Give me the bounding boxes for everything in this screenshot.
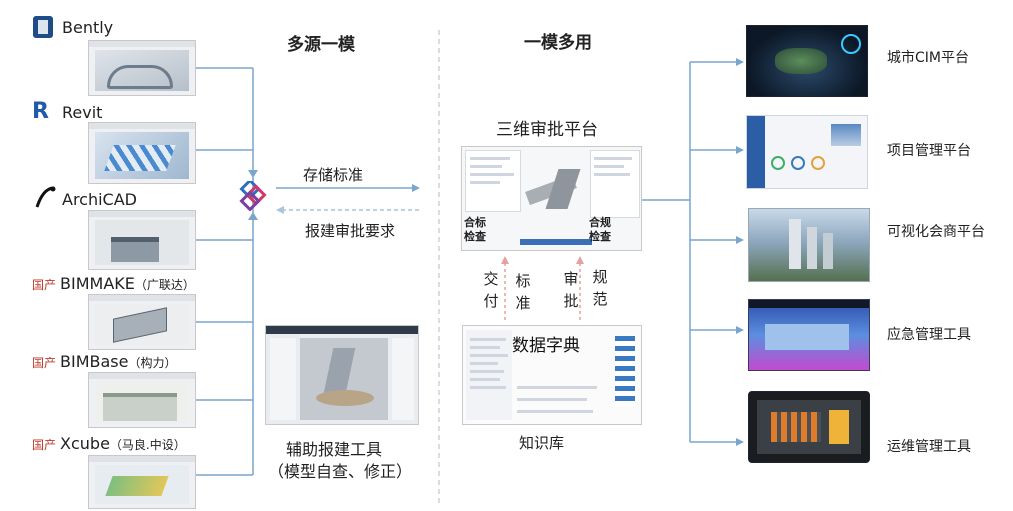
project-management-screenshot — [746, 115, 868, 189]
label-regulation: 规范 — [592, 268, 608, 308]
approval-platform-title: 三维审批平台 — [496, 120, 598, 140]
output-city-cim: 城市CIM平台 — [887, 50, 969, 66]
software-name-archicad: ArchiCAD — [62, 190, 137, 209]
domestic-tag: 国产 — [32, 356, 57, 370]
compliance-check-badge-left: 合标 检查 — [464, 216, 486, 243]
bentley-logo-icon — [33, 16, 53, 38]
label-standard: 标准 — [515, 272, 531, 312]
domestic-tag: 国产 — [32, 438, 57, 452]
right-section-title: 一模多用 — [524, 33, 592, 53]
software-name-bently: Bently — [62, 18, 114, 37]
output-project-management: 项目管理平台 — [887, 143, 971, 159]
assist-tool-subtitle: （模型自查、修正） — [268, 462, 413, 481]
archicad-screenshot — [88, 210, 196, 270]
output-operations-tool: 运维管理工具 — [887, 439, 971, 455]
operations-tool-screenshot — [748, 391, 870, 463]
output-visual-consultation: 可视化会商平台 — [887, 224, 985, 240]
label-delivery: 交付 — [483, 270, 499, 310]
bently-screenshot — [88, 40, 196, 96]
storage-standard-label: 存储标准 — [303, 166, 364, 184]
approval-platform-screenshot — [461, 146, 642, 251]
left-section-title: 多源一模 — [287, 35, 355, 55]
visual-consultation-screenshot — [748, 208, 870, 282]
data-dictionary-screenshot — [462, 325, 642, 425]
xcube-screenshot — [88, 455, 196, 509]
domestic-tag: 国产 — [32, 278, 57, 292]
compliance-check-badge-right: 合规 检查 — [589, 216, 611, 243]
revit-logo-icon: R — [32, 99, 49, 124]
knowledge-base-caption: 知识库 — [519, 434, 565, 452]
bimbase-screenshot — [88, 372, 196, 428]
ifc-hub-icon — [239, 181, 267, 211]
assist-tool-screenshot — [265, 325, 419, 425]
city-cim-screenshot — [746, 25, 868, 97]
output-emergency-tool: 应急管理工具 — [887, 327, 971, 343]
data-dictionary-title: 数据字典 — [512, 336, 580, 356]
software-name-revit: Revit — [62, 103, 103, 122]
label-approval: 审批 — [563, 270, 579, 310]
revit-screenshot — [88, 122, 196, 184]
emergency-tool-screenshot — [748, 299, 870, 371]
archicad-logo-icon — [35, 186, 56, 208]
approval-requirement-label: 报建审批要求 — [305, 222, 396, 240]
assist-tool-title: 辅助报建工具 — [286, 440, 383, 459]
bimmake-screenshot — [88, 294, 196, 350]
